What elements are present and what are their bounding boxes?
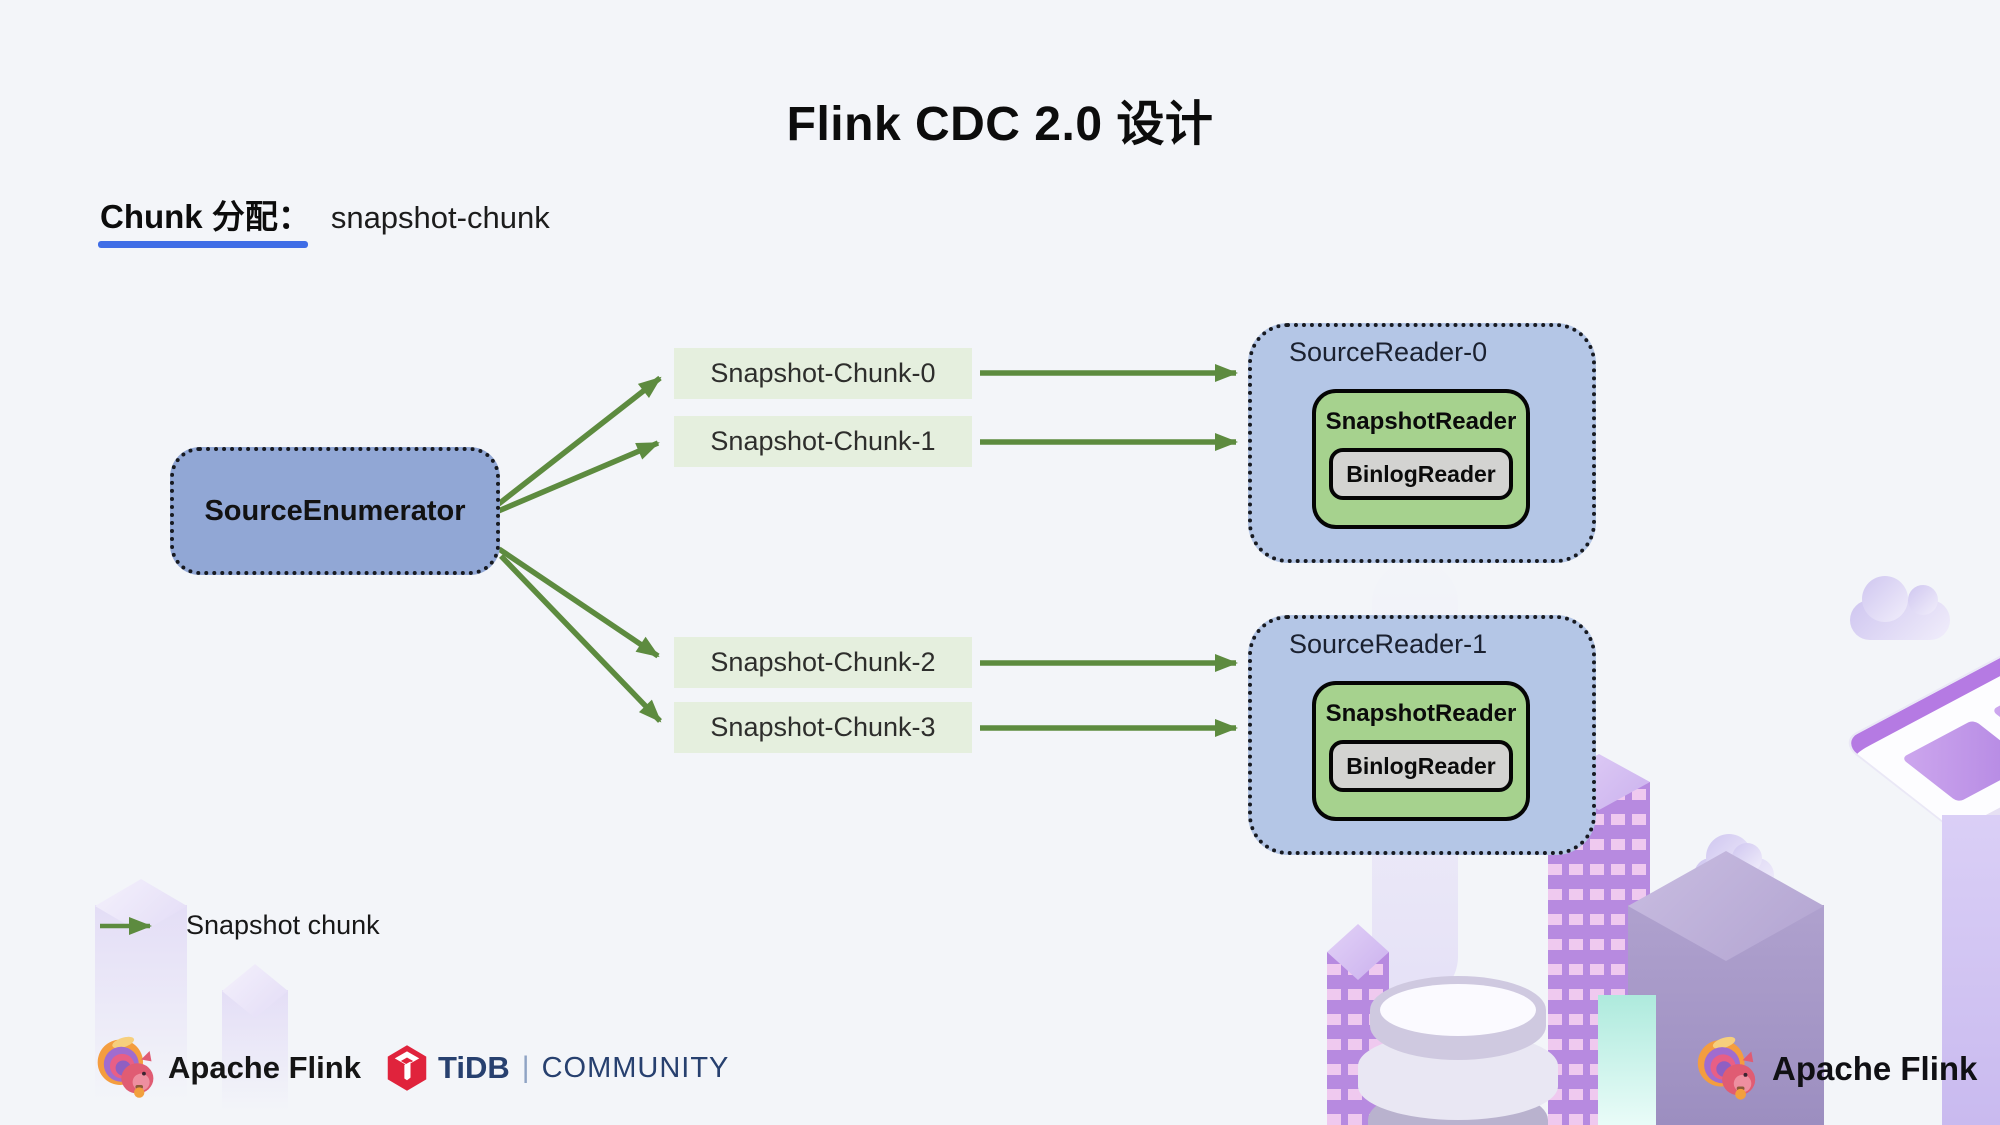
footer-tidb-community: TiDB | COMMUNITY xyxy=(386,1044,729,1092)
section-heading: Chunk 分配： snapshot-chunk xyxy=(100,190,550,238)
community-label: COMMUNITY xyxy=(541,1051,730,1084)
source-enumerator-box: SourceEnumerator xyxy=(170,447,500,575)
source-reader-0-box: SourceReader-0 SnapshotReader BinlogRead… xyxy=(1248,323,1596,563)
snapshot-reader-label: SnapshotReader xyxy=(1325,700,1517,727)
arrow-enumerator-to-chunk0 xyxy=(494,375,662,509)
flink-squirrel-icon xyxy=(97,1036,154,1098)
binlog-reader-box: BinlogReader xyxy=(1329,448,1513,500)
snapshot-reader-box: SnapshotReader BinlogReader xyxy=(1312,681,1530,821)
tidb-logo-icon xyxy=(387,1045,427,1091)
tidb-label: TiDB xyxy=(438,1050,510,1085)
snapshot-chunk-2-box: Snapshot-Chunk-2 xyxy=(674,637,972,688)
snapshot-reader-box: SnapshotReader BinlogReader xyxy=(1312,389,1530,529)
section-underline xyxy=(98,241,308,248)
apache-flink-brand-right: Apache Flink xyxy=(1772,1050,1978,1087)
arrow-enumerator-to-chunk3 xyxy=(499,554,662,723)
page-title: Flink CDC 2.0 设计 xyxy=(786,98,1214,151)
footer-apache-flink-right: Apache Flink xyxy=(1692,1034,1977,1104)
source-reader-0-title: SourceReader-0 xyxy=(1289,337,1488,367)
flink-squirrel-icon xyxy=(1697,1036,1756,1100)
snapshot-chunk-3-box: Snapshot-Chunk-3 xyxy=(674,702,972,753)
tidb-separator: | xyxy=(521,1051,530,1084)
snapshot-chunk-1-box: Snapshot-Chunk-1 xyxy=(674,416,972,467)
snapshot-reader-label: SnapshotReader xyxy=(1325,408,1517,435)
apache-flink-brand-left: Apache Flink xyxy=(168,1050,361,1085)
source-reader-1-title: SourceReader-1 xyxy=(1289,629,1488,659)
legend-label: Snapshot chunk xyxy=(186,910,380,940)
section-value: snapshot-chunk xyxy=(330,200,550,235)
footer-apache-flink-left: Apache Flink xyxy=(92,1034,361,1102)
binlog-reader-box: BinlogReader xyxy=(1329,740,1513,792)
section-label: Chunk 分配： xyxy=(100,198,311,235)
arrow-enumerator-to-chunk1 xyxy=(494,440,660,515)
arrow-enumerator-to-chunk2 xyxy=(497,546,660,659)
snapshot-chunk-0-box: Snapshot-Chunk-0 xyxy=(674,348,972,399)
source-reader-1-box: SourceReader-1 SnapshotReader BinlogRead… xyxy=(1248,615,1596,855)
